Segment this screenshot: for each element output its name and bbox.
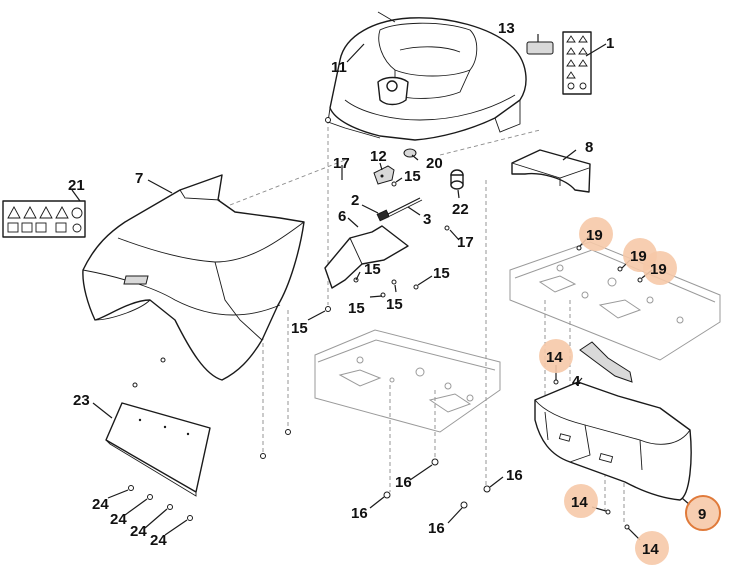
part-9-tray — [534, 381, 692, 501]
upper-housing — [327, 11, 527, 141]
callout-12: 12 — [370, 148, 387, 165]
part-20-knob — [403, 148, 417, 158]
callout-labels: 1 2 3 4 6 7 8 9 11 12 13 14 14 14 15 15 … — [68, 20, 706, 558]
part-23-panel — [105, 402, 211, 497]
callout-15a: 15 — [404, 168, 421, 185]
part-7-front-hood — [82, 174, 305, 381]
callout-24c: 24 — [130, 523, 147, 540]
callout-14a: 14 — [546, 349, 563, 366]
callout-15f: 15 — [291, 320, 308, 337]
callout-17a: 17 — [333, 155, 350, 172]
callout-1: 1 — [606, 35, 614, 52]
callout-24b: 24 — [110, 511, 127, 528]
callout-17b: 17 — [457, 234, 474, 251]
callout-19a: 19 — [586, 227, 603, 244]
callout-22: 22 — [452, 201, 469, 218]
middle-chassis-plate — [314, 329, 501, 433]
right-chassis-plate — [509, 241, 721, 361]
callout-21: 21 — [68, 177, 85, 194]
callout-11: 11 — [331, 59, 347, 76]
callout-15d: 15 — [348, 300, 365, 317]
callout-7: 7 — [135, 170, 143, 187]
callout-15e: 15 — [386, 296, 403, 313]
callout-2: 2 — [351, 192, 359, 209]
callout-13: 13 — [498, 20, 515, 37]
callout-14b: 14 — [571, 494, 588, 511]
part-8-curved-bracket — [511, 149, 591, 193]
part-13-label-plate — [526, 41, 554, 55]
callout-24d: 24 — [150, 532, 167, 549]
callout-4: 4 — [572, 373, 581, 390]
part-12-bracket — [373, 165, 395, 185]
callout-20: 20 — [426, 155, 443, 172]
part-21-warning-label — [2, 200, 86, 238]
part-4-bracket — [579, 341, 633, 383]
callout-6: 6 — [338, 208, 346, 225]
part-6-plate — [324, 225, 409, 289]
highlight-markers — [539, 217, 721, 565]
part-3-rod — [387, 197, 423, 217]
callout-15b: 15 — [364, 261, 381, 278]
callout-24a: 24 — [92, 496, 109, 513]
screws — [128, 117, 643, 530]
callout-19b: 19 — [630, 248, 647, 265]
callout-15c: 15 — [433, 265, 450, 282]
callout-16d: 16 — [428, 520, 445, 537]
part-1-warning-label — [562, 31, 592, 95]
callout-16c: 16 — [351, 505, 368, 522]
callout-16b: 16 — [506, 467, 523, 484]
callout-16a: 16 — [395, 474, 412, 491]
callout-3: 3 — [423, 211, 431, 228]
callout-8: 8 — [585, 139, 593, 156]
callout-19c: 19 — [650, 261, 667, 278]
part-22-cap — [450, 169, 464, 190]
part-2-clip — [376, 209, 390, 222]
callout-9: 9 — [698, 506, 706, 523]
callout-23: 23 — [73, 392, 90, 409]
callout-14c: 14 — [642, 541, 659, 558]
leader-lines — [71, 34, 691, 541]
